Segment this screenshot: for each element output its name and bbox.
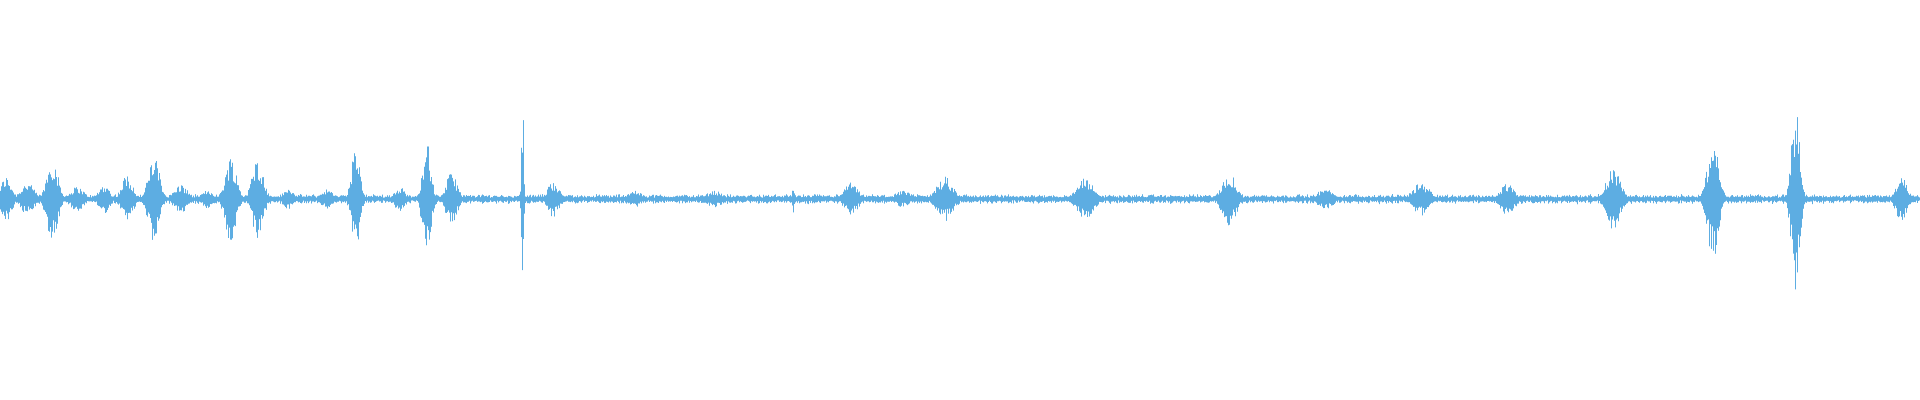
waveform-bars xyxy=(0,117,1920,290)
waveform-signal xyxy=(0,117,1920,290)
